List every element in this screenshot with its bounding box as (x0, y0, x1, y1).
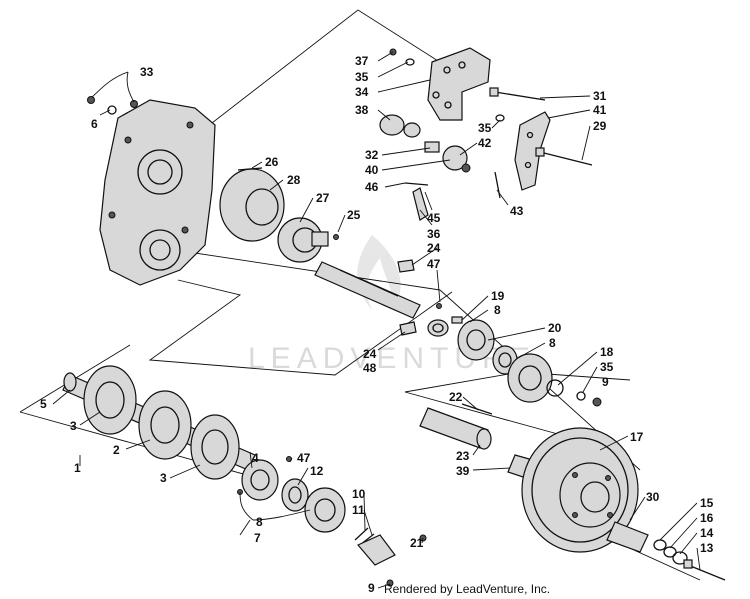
callout-34: 34 (355, 85, 369, 99)
callout-30: 30 (646, 490, 660, 504)
callout-8: 8 (494, 303, 501, 317)
callout-42: 42 (478, 136, 492, 150)
callout-28: 28 (287, 173, 301, 187)
callout-24: 24 (363, 347, 377, 361)
callout-39: 39 (456, 464, 470, 478)
callout-26: 26 (265, 155, 279, 169)
spacer-tube (419, 403, 541, 481)
bracket-plate (514, 111, 551, 191)
sprocket-disc (219, 167, 339, 263)
bearing-bracket (427, 47, 491, 121)
watermark-flame-icon (357, 235, 401, 310)
callout-46: 46 (365, 180, 379, 194)
callout-47: 47 (297, 451, 311, 465)
bracket-bolts (489, 87, 593, 166)
callout-45: 45 (427, 211, 441, 225)
callout-3: 3 (160, 471, 167, 485)
callout-3: 3 (70, 419, 77, 433)
callout-10: 10 (352, 487, 366, 501)
callout-25: 25 (347, 208, 361, 222)
callout-9: 9 (602, 375, 609, 389)
callout-8: 8 (256, 515, 263, 529)
callout-2: 2 (113, 443, 120, 457)
callout-4: 4 (252, 451, 259, 465)
callout-24: 24 (427, 241, 441, 255)
callout-19: 19 (491, 289, 505, 303)
callout-20: 20 (548, 321, 562, 335)
callout-33: 33 (140, 65, 154, 79)
bearing-set (427, 316, 602, 407)
callout-31: 31 (593, 89, 607, 103)
callout-27: 27 (316, 191, 330, 205)
callout-35: 35 (355, 70, 369, 84)
callout-5: 5 (40, 397, 47, 411)
axle-bearing-set (237, 456, 427, 587)
callout-6: 6 (91, 117, 98, 131)
callout-12: 12 (310, 464, 324, 478)
callout-37: 37 (355, 54, 369, 68)
callout-17: 17 (630, 430, 644, 444)
footer-credit: Rendered by LeadVenture, Inc. (384, 582, 550, 596)
callout-9: 9 (368, 581, 375, 595)
callout-47: 47 (427, 257, 441, 271)
drive-shaft (314, 259, 442, 336)
callout-11: 11 (352, 503, 365, 517)
callout-18: 18 (600, 345, 614, 359)
callout-1: 1 (74, 461, 81, 475)
brake-disc (521, 427, 639, 553)
leader-lines (52, 51, 701, 589)
callout-labels: 37 35 34 38 31 41 35 29 42 32 40 46 36 4… (40, 54, 714, 595)
callout-40: 40 (365, 163, 379, 177)
callout-35: 35 (600, 360, 614, 374)
callout-36: 36 (427, 227, 441, 241)
callout-32: 32 (365, 148, 379, 162)
callout-14: 14 (700, 526, 714, 540)
chaincase-housing (99, 99, 216, 286)
callout-29: 29 (593, 119, 607, 133)
callout-38: 38 (355, 103, 369, 117)
callout-23: 23 (456, 449, 470, 463)
callout-15: 15 (700, 496, 714, 510)
callout-16: 16 (700, 511, 714, 525)
callout-48: 48 (363, 361, 377, 375)
axle-bolt-stack (606, 521, 726, 581)
callout-41: 41 (593, 103, 607, 117)
callout-35: 35 (478, 121, 492, 135)
callout-43: 43 (510, 204, 524, 218)
callout-13: 13 (700, 541, 714, 555)
housing-nut (87, 96, 138, 115)
callout-7: 7 (254, 531, 261, 545)
drive-axle (62, 365, 256, 480)
callout-22: 22 (449, 390, 463, 404)
callout-8: 8 (549, 336, 556, 350)
callout-21: 21 (410, 536, 424, 550)
tensioner-parts (379, 48, 505, 221)
